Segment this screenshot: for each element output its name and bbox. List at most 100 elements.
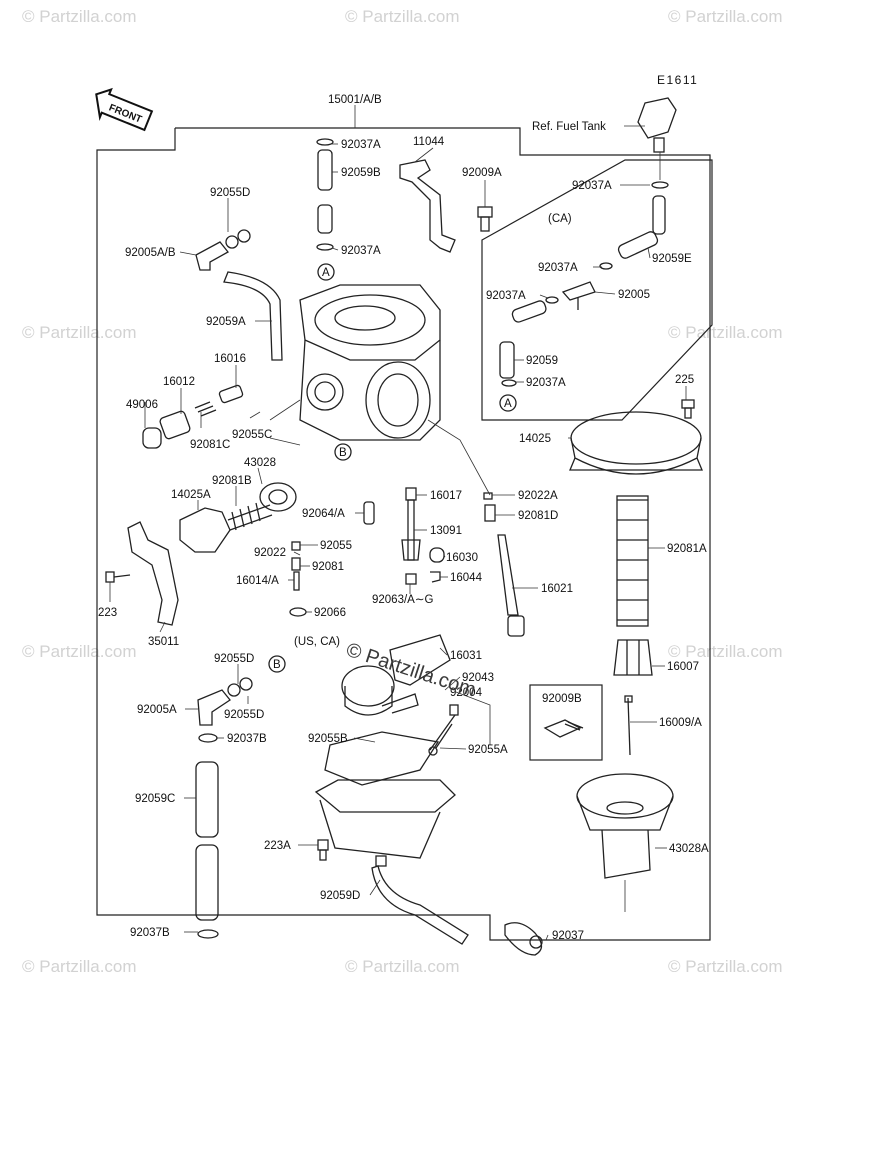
- spring-92081a: [616, 495, 649, 627]
- diaphragm-14025a: [179, 482, 297, 553]
- callout-b: B: [268, 655, 286, 673]
- screw-225: [681, 399, 695, 419]
- part-label: 92055C: [232, 429, 272, 441]
- part-label: 92005A: [137, 704, 177, 716]
- part-label: 16031: [450, 650, 482, 662]
- callout-a: A: [317, 263, 335, 281]
- callout-a: A: [499, 394, 517, 412]
- watermark: © Partzilla.com: [668, 957, 783, 976]
- part-label: 225: [675, 374, 694, 386]
- part-label: 92037A: [341, 245, 381, 257]
- callout-text: B: [339, 447, 347, 459]
- part-labels: 15001/A/B 92037A 11044 92059B 92009A 920…: [98, 94, 709, 942]
- vacuum-piston-43028a: [576, 773, 674, 879]
- watermark: © Partzilla.com: [668, 323, 783, 342]
- callout-text: A: [322, 267, 330, 279]
- screw-223: [105, 571, 131, 583]
- watermark: © Partzilla.com: [22, 642, 137, 661]
- watermark: © Partzilla.com: [668, 7, 783, 26]
- part-label: 92081D: [518, 510, 558, 522]
- part-label: 92059A: [206, 316, 246, 328]
- part-label: 92066: [314, 607, 346, 619]
- part-label: 92037B: [130, 927, 170, 939]
- part-label: 16016: [214, 353, 246, 365]
- part-label: 92037B: [227, 733, 267, 745]
- part-label: 92059: [526, 355, 558, 367]
- part-label: 92055A: [468, 744, 508, 756]
- watermarks: © Partzilla.com © Partzilla.com © Partzi…: [22, 7, 783, 976]
- part-label: 92009B: [542, 693, 582, 705]
- center-watermark: © Partzilla.com: [343, 639, 478, 702]
- part-label: 92022: [254, 547, 286, 559]
- callout-b: B: [334, 443, 352, 461]
- part-label: 16044: [450, 572, 483, 584]
- part-label: 16007: [667, 661, 699, 673]
- part-label: 92037A: [572, 180, 612, 192]
- part-label: 92064/A: [302, 508, 345, 520]
- part-label: 92037A: [486, 290, 526, 302]
- part-label: 16012: [163, 376, 195, 388]
- part-label: 92059E: [652, 253, 692, 265]
- float-bowl: [314, 779, 456, 867]
- part-label: 92037A: [538, 262, 578, 274]
- callout-text: B: [273, 659, 281, 671]
- ca-subgroup-box: [481, 159, 713, 421]
- watermark: © Partzilla.com: [22, 957, 137, 976]
- screw-223a: [317, 839, 329, 861]
- vent-tubes-top: [316, 138, 334, 251]
- part-label: 92037A: [341, 139, 381, 151]
- watermark: © Partzilla.com: [668, 642, 783, 661]
- float-16031: [341, 634, 451, 716]
- part-label: 16017: [430, 490, 462, 502]
- watermark: © Partzilla.com: [22, 323, 137, 342]
- part-label: 92055D: [210, 187, 250, 199]
- part-label: 92081A: [667, 543, 707, 555]
- part-label: 14025: [519, 433, 551, 445]
- part-label: 92059B: [341, 167, 381, 179]
- part-label: 16009/A: [659, 717, 702, 729]
- carburetor-body: [299, 284, 441, 441]
- part-label: 16014/A: [236, 575, 279, 587]
- watermark: © Partzilla.com: [345, 957, 460, 976]
- part-label: 92059D: [320, 890, 360, 902]
- o-ring-92037: [504, 922, 543, 956]
- part-label: 16030: [446, 552, 478, 564]
- part-label: 49006: [126, 399, 158, 411]
- part-label: 92004: [450, 687, 483, 699]
- part-label: 15001/A/B: [328, 94, 382, 106]
- screw-92009b: [543, 719, 584, 738]
- pilot-screw-assembly: [142, 384, 244, 449]
- part-label: 92022A: [518, 490, 558, 502]
- part-label: 92055D: [224, 709, 264, 721]
- part-label: 92055B: [308, 733, 348, 745]
- part-label: 43028A: [669, 843, 709, 855]
- part-label: 13091: [430, 525, 462, 537]
- part-label: 35011: [148, 636, 179, 648]
- part-label: 92081B: [212, 475, 252, 487]
- part-label: 43028: [244, 457, 276, 469]
- part-label: Ref. Fuel Tank: [532, 121, 606, 133]
- vent-hose-92059c: [195, 761, 219, 939]
- part-label: (US, CA): [294, 636, 340, 648]
- part-label: 11044: [413, 136, 445, 148]
- gasket-92055b: [324, 731, 440, 786]
- top-cover-14025: [569, 411, 703, 475]
- part-label: 16021: [541, 583, 573, 595]
- inset-box-92009b: [529, 684, 603, 761]
- needle-jet-16021: [483, 492, 525, 637]
- part-label: 92037A: [526, 377, 566, 389]
- bracket-35011: [127, 521, 179, 626]
- part-label: 92037: [552, 930, 584, 942]
- part-label: 92043: [462, 672, 494, 684]
- part-label: 92081C: [190, 439, 230, 451]
- drain-screw-parts: [428, 704, 459, 756]
- part-label: 92005A/B: [125, 247, 176, 259]
- part-label: 223A: [264, 840, 291, 852]
- fitting-92005ab: [195, 229, 251, 271]
- drain-hose-92059d: [371, 865, 469, 945]
- diagram-code: E1611: [657, 73, 698, 87]
- jet-parts-center: [289, 487, 445, 617]
- ca-parts: [499, 97, 677, 387]
- part-label: 92063/A∼G: [372, 594, 433, 606]
- part-label: 92059C: [135, 793, 175, 805]
